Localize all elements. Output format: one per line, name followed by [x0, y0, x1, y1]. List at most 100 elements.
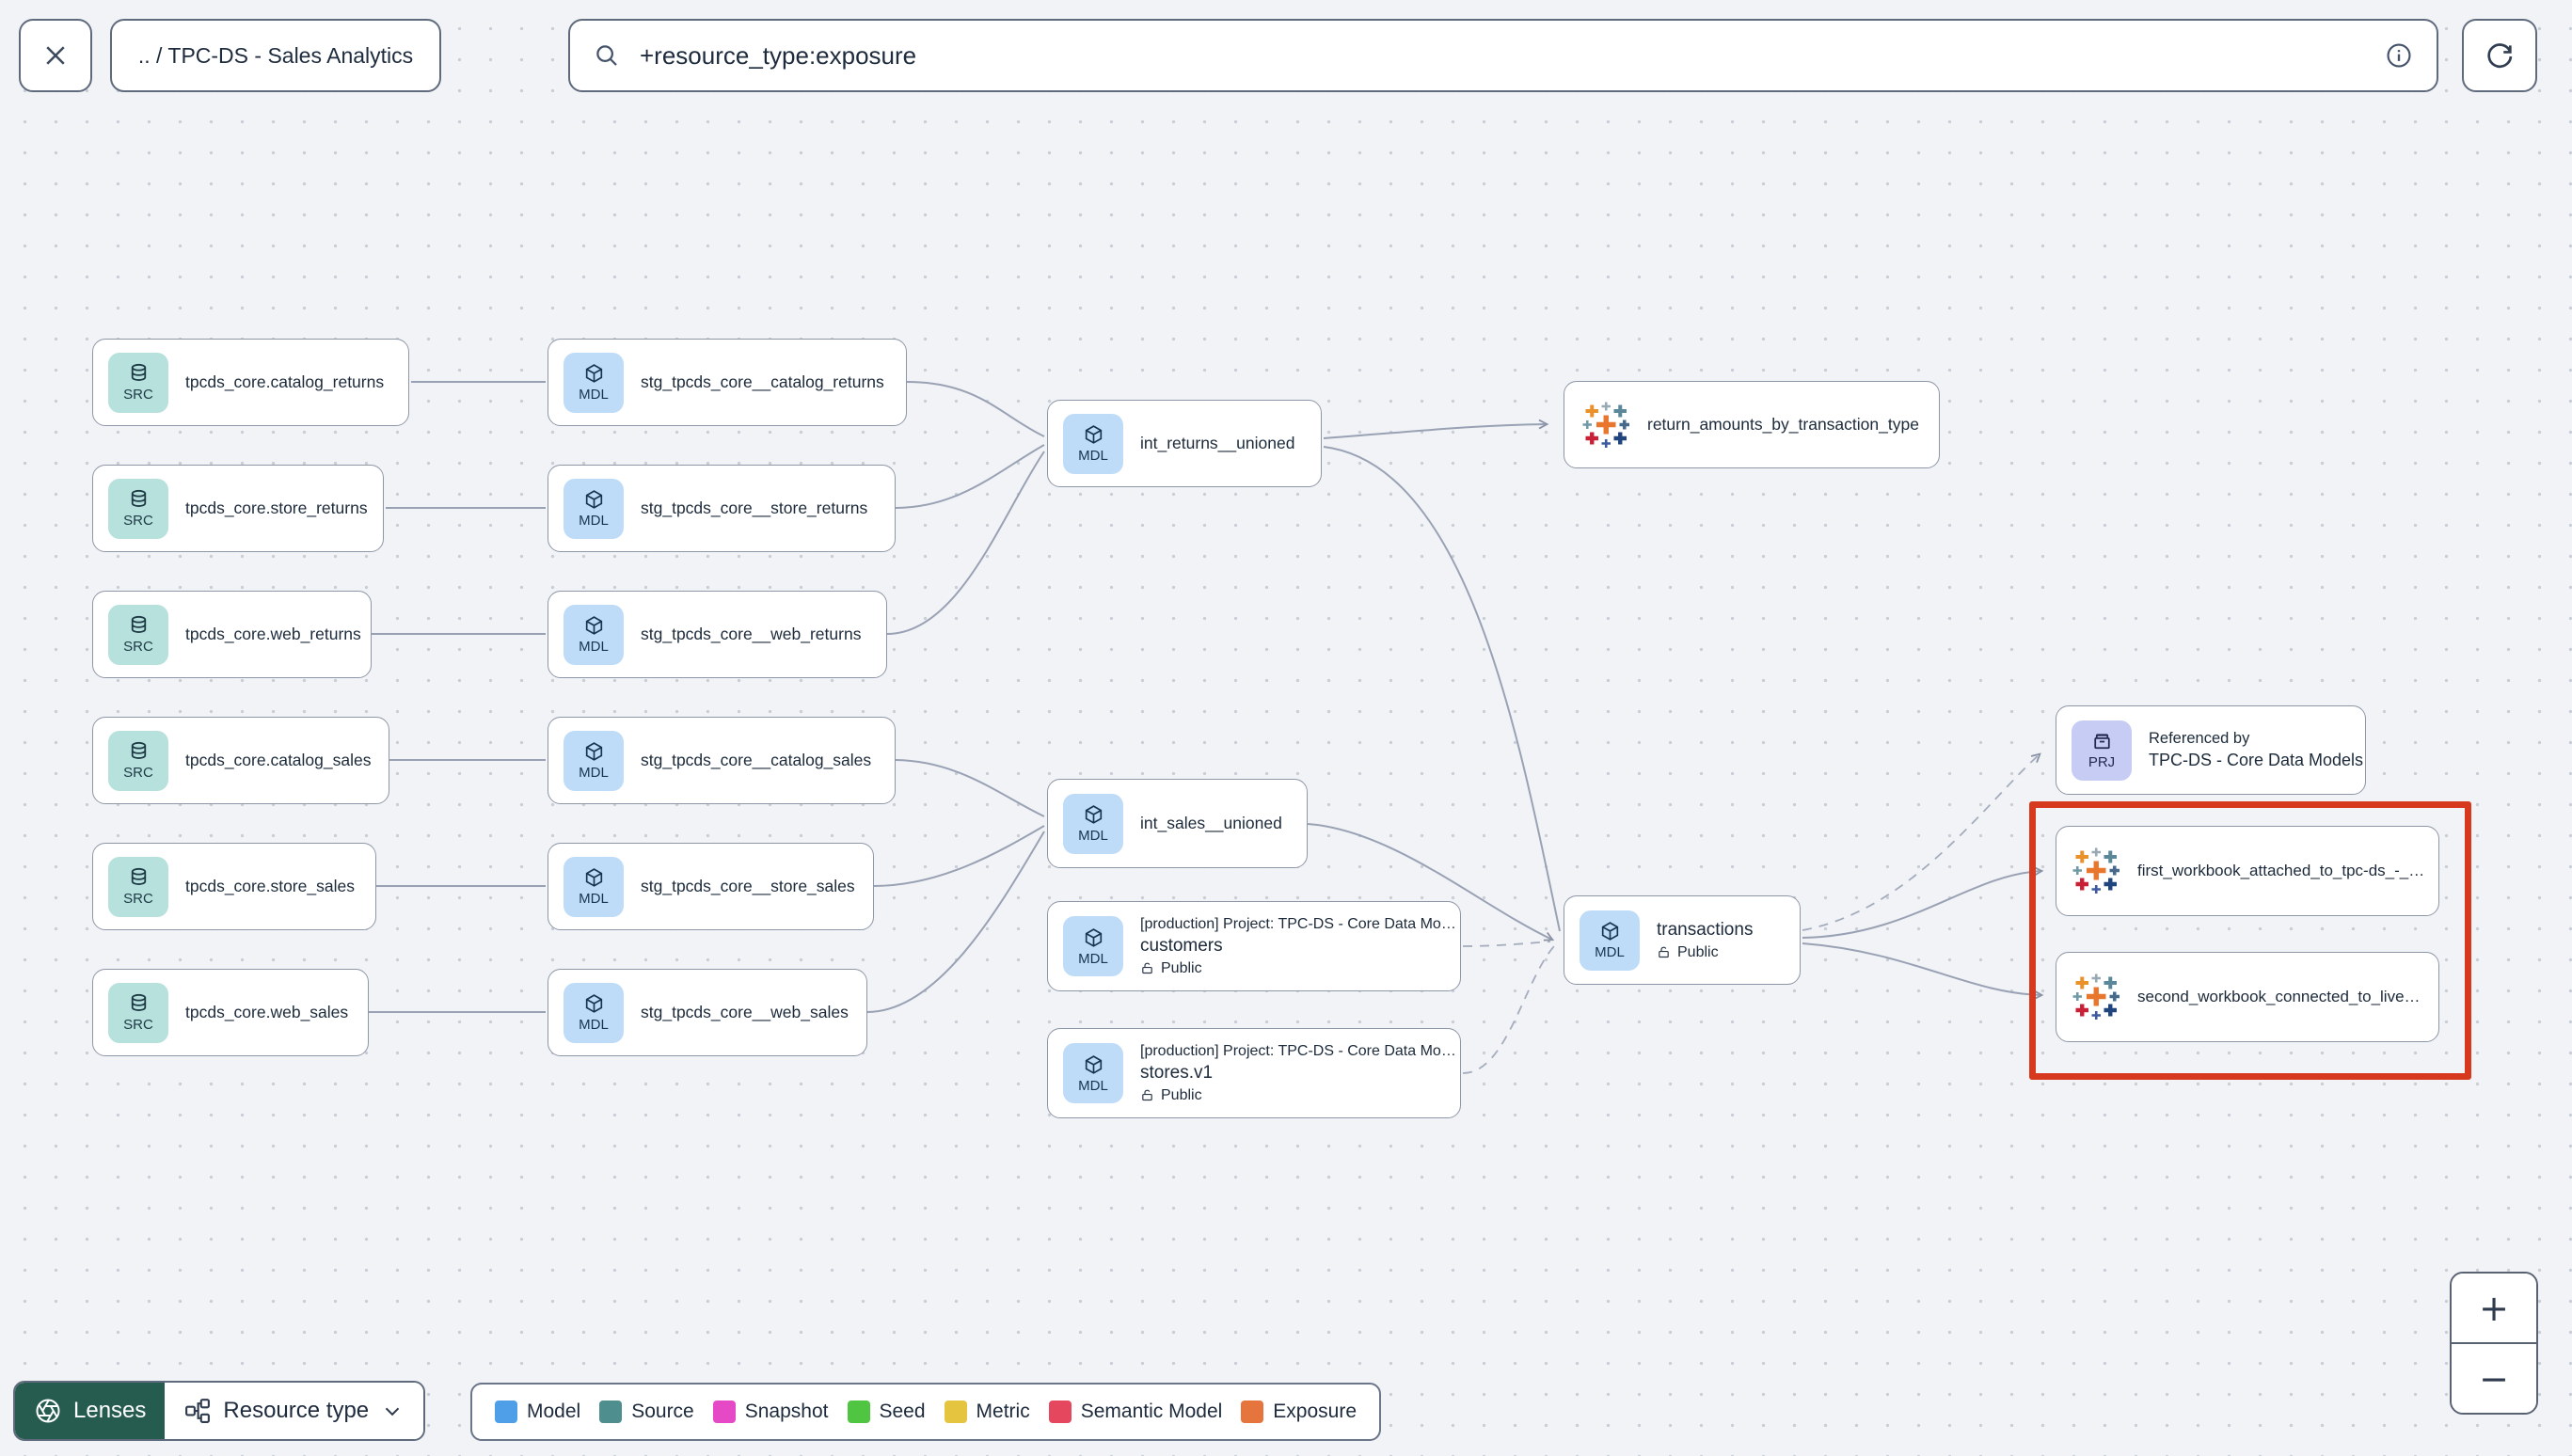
unlock-icon [1142, 962, 1152, 974]
node-label: stg_tpcds_core__catalog_sales [641, 751, 872, 769]
node-source-catalog-sales[interactable]: SRC tpcds_core.catalog_sales [92, 717, 389, 804]
archive-box-icon [2093, 734, 2110, 750]
node-int-returns-unioned[interactable]: MDL int_returns__unioned [1047, 400, 1322, 487]
model-badge: MDL [1063, 413, 1123, 474]
lenses-label: Lenses [73, 1398, 147, 1423]
resource-type-dropdown[interactable]: Resource type [165, 1383, 424, 1439]
source-badge: SRC [108, 478, 168, 539]
model-badge: MDL [564, 352, 624, 413]
badge-label: SRC [123, 387, 153, 403]
lenses-button[interactable]: Lenses [15, 1383, 166, 1439]
source-badge: SRC [108, 352, 168, 413]
cube-icon [585, 994, 602, 1013]
source-badge: SRC [108, 730, 168, 791]
tableau-icon [1582, 402, 1629, 448]
badge-label: MDL [579, 1017, 609, 1033]
referenced-by-title: Referenced by [2149, 730, 2250, 748]
access-label: Public [1677, 943, 1719, 960]
zoom-out-button[interactable]: − [2452, 1344, 2536, 1413]
node-source-web-sales[interactable]: SRC tpcds_core.web_sales [92, 969, 369, 1056]
unlock-icon [1142, 1089, 1152, 1101]
badge-label: MDL [1078, 448, 1108, 464]
badge-label: SRC [123, 639, 153, 655]
legend-item-semantic-model: Semantic Model [1048, 1401, 1222, 1423]
refresh-button[interactable] [2462, 19, 2537, 92]
legend-swatch [847, 1401, 870, 1423]
node-source-catalog-returns[interactable]: SRC tpcds_core.catalog_returns [92, 339, 409, 426]
node-label: int_returns__unioned [1140, 434, 1295, 452]
database-icon [131, 615, 146, 633]
node-first-workbook-exposure[interactable]: first_workbook_attached_to_tpc-ds_-_… [2056, 826, 2439, 916]
node-source-store-returns[interactable]: SRC tpcds_core.store_returns [92, 465, 384, 552]
legend-label: Model [527, 1401, 581, 1422]
badge-label: PRJ [2088, 754, 2116, 770]
node-stg-store-returns[interactable]: MDL stg_tpcds_core__store_returns [548, 465, 896, 552]
database-icon [131, 867, 146, 885]
node-stg-catalog-returns[interactable]: MDL stg_tpcds_core__catalog_returns [548, 339, 907, 426]
legend-swatch [1048, 1401, 1072, 1423]
breadcrumb[interactable]: .. / TPC-DS - Sales Analytics [110, 19, 441, 92]
node-label: stg_tpcds_core__store_returns [641, 499, 868, 517]
source-badge: SRC [108, 856, 168, 917]
selection-highlight-box [2029, 801, 2471, 1080]
info-icon[interactable] [2384, 40, 2414, 71]
node-source-store-sales[interactable]: SRC tpcds_core.store_sales [92, 843, 376, 930]
badge-label: MDL [579, 513, 609, 529]
node-second-workbook-exposure[interactable]: second_workbook_connected_to_live… [2056, 952, 2439, 1042]
node-int-sales-unioned[interactable]: MDL int_sales__unioned [1047, 779, 1308, 868]
model-badge: MDL [564, 982, 624, 1043]
node-source-web-returns[interactable]: SRC tpcds_core.web_returns [92, 591, 372, 678]
model-badge: MDL [1063, 1043, 1123, 1103]
model-badge: MDL [1063, 916, 1123, 976]
node-return-amounts-exposure[interactable]: return_amounts_by_transaction_type [1564, 381, 1940, 468]
node-label: stg_tpcds_core__web_returns [641, 625, 862, 643]
node-label: stg_tpcds_core__store_sales [641, 877, 855, 895]
model-badge: MDL [1580, 910, 1640, 971]
node-stg-catalog-sales[interactable]: MDL stg_tpcds_core__catalog_sales [548, 717, 896, 804]
node-stg-web-returns[interactable]: MDL stg_tpcds_core__web_returns [548, 591, 887, 678]
node-label: customers [1140, 936, 1223, 957]
source-badge: SRC [108, 982, 168, 1043]
hierarchy-icon [185, 1399, 211, 1423]
cube-icon [1085, 425, 1102, 444]
cube-icon [1085, 927, 1102, 947]
access-label: Public [1161, 959, 1202, 976]
breadcrumb-label: .. / TPC-DS - Sales Analytics [137, 42, 414, 68]
node-stores-v1[interactable]: MDL [production] Project: TPC-DS - Core … [1047, 1028, 1461, 1118]
cube-icon [585, 742, 602, 761]
cube-icon [1085, 1054, 1102, 1074]
badge-label: SRC [123, 765, 153, 781]
unlock-icon [1659, 946, 1669, 957]
model-badge: MDL [564, 604, 624, 665]
close-button[interactable] [19, 19, 92, 92]
lenses-control[interactable]: Lenses Resource type [13, 1381, 426, 1441]
zoom-in-button[interactable]: + [2452, 1274, 2536, 1344]
legend-item-metric: Metric [944, 1401, 1030, 1423]
legend-label: Exposure [1273, 1401, 1357, 1422]
access-label: Public [1161, 1086, 1202, 1103]
project-badge: PRJ [2072, 720, 2132, 781]
search-icon [596, 45, 617, 66]
node-stg-web-sales[interactable]: MDL stg_tpcds_core__web_sales [548, 969, 867, 1056]
cube-icon [585, 868, 602, 887]
node-customers[interactable]: MDL [production] Project: TPC-DS - Core … [1047, 901, 1461, 991]
node-referenced-by-project[interactable]: PRJ Referenced by TPC-DS - Core Data Mod… [2056, 705, 2366, 795]
model-badge: MDL [1063, 793, 1123, 854]
search-input[interactable] [638, 40, 2367, 71]
badge-label: SRC [123, 1017, 153, 1033]
zoom-controls[interactable]: + − [2450, 1272, 2538, 1415]
node-stg-store-sales[interactable]: MDL stg_tpcds_core__store_sales [548, 843, 874, 930]
legend-swatch [1241, 1401, 1264, 1423]
source-badge: SRC [108, 604, 168, 665]
legend-item-snapshot: Snapshot [712, 1401, 829, 1423]
badge-label: SRC [123, 891, 153, 907]
badge-label: MDL [1078, 950, 1108, 967]
badge-label: MDL [579, 387, 609, 403]
legend-swatch [944, 1401, 967, 1423]
search-bar[interactable] [568, 19, 2438, 92]
node-transactions[interactable]: MDL transactions Public [1564, 895, 1801, 985]
node-access: Public [1140, 1085, 1445, 1106]
badge-label: SRC [123, 513, 153, 529]
node-label: stg_tpcds_core__web_sales [641, 1003, 849, 1021]
